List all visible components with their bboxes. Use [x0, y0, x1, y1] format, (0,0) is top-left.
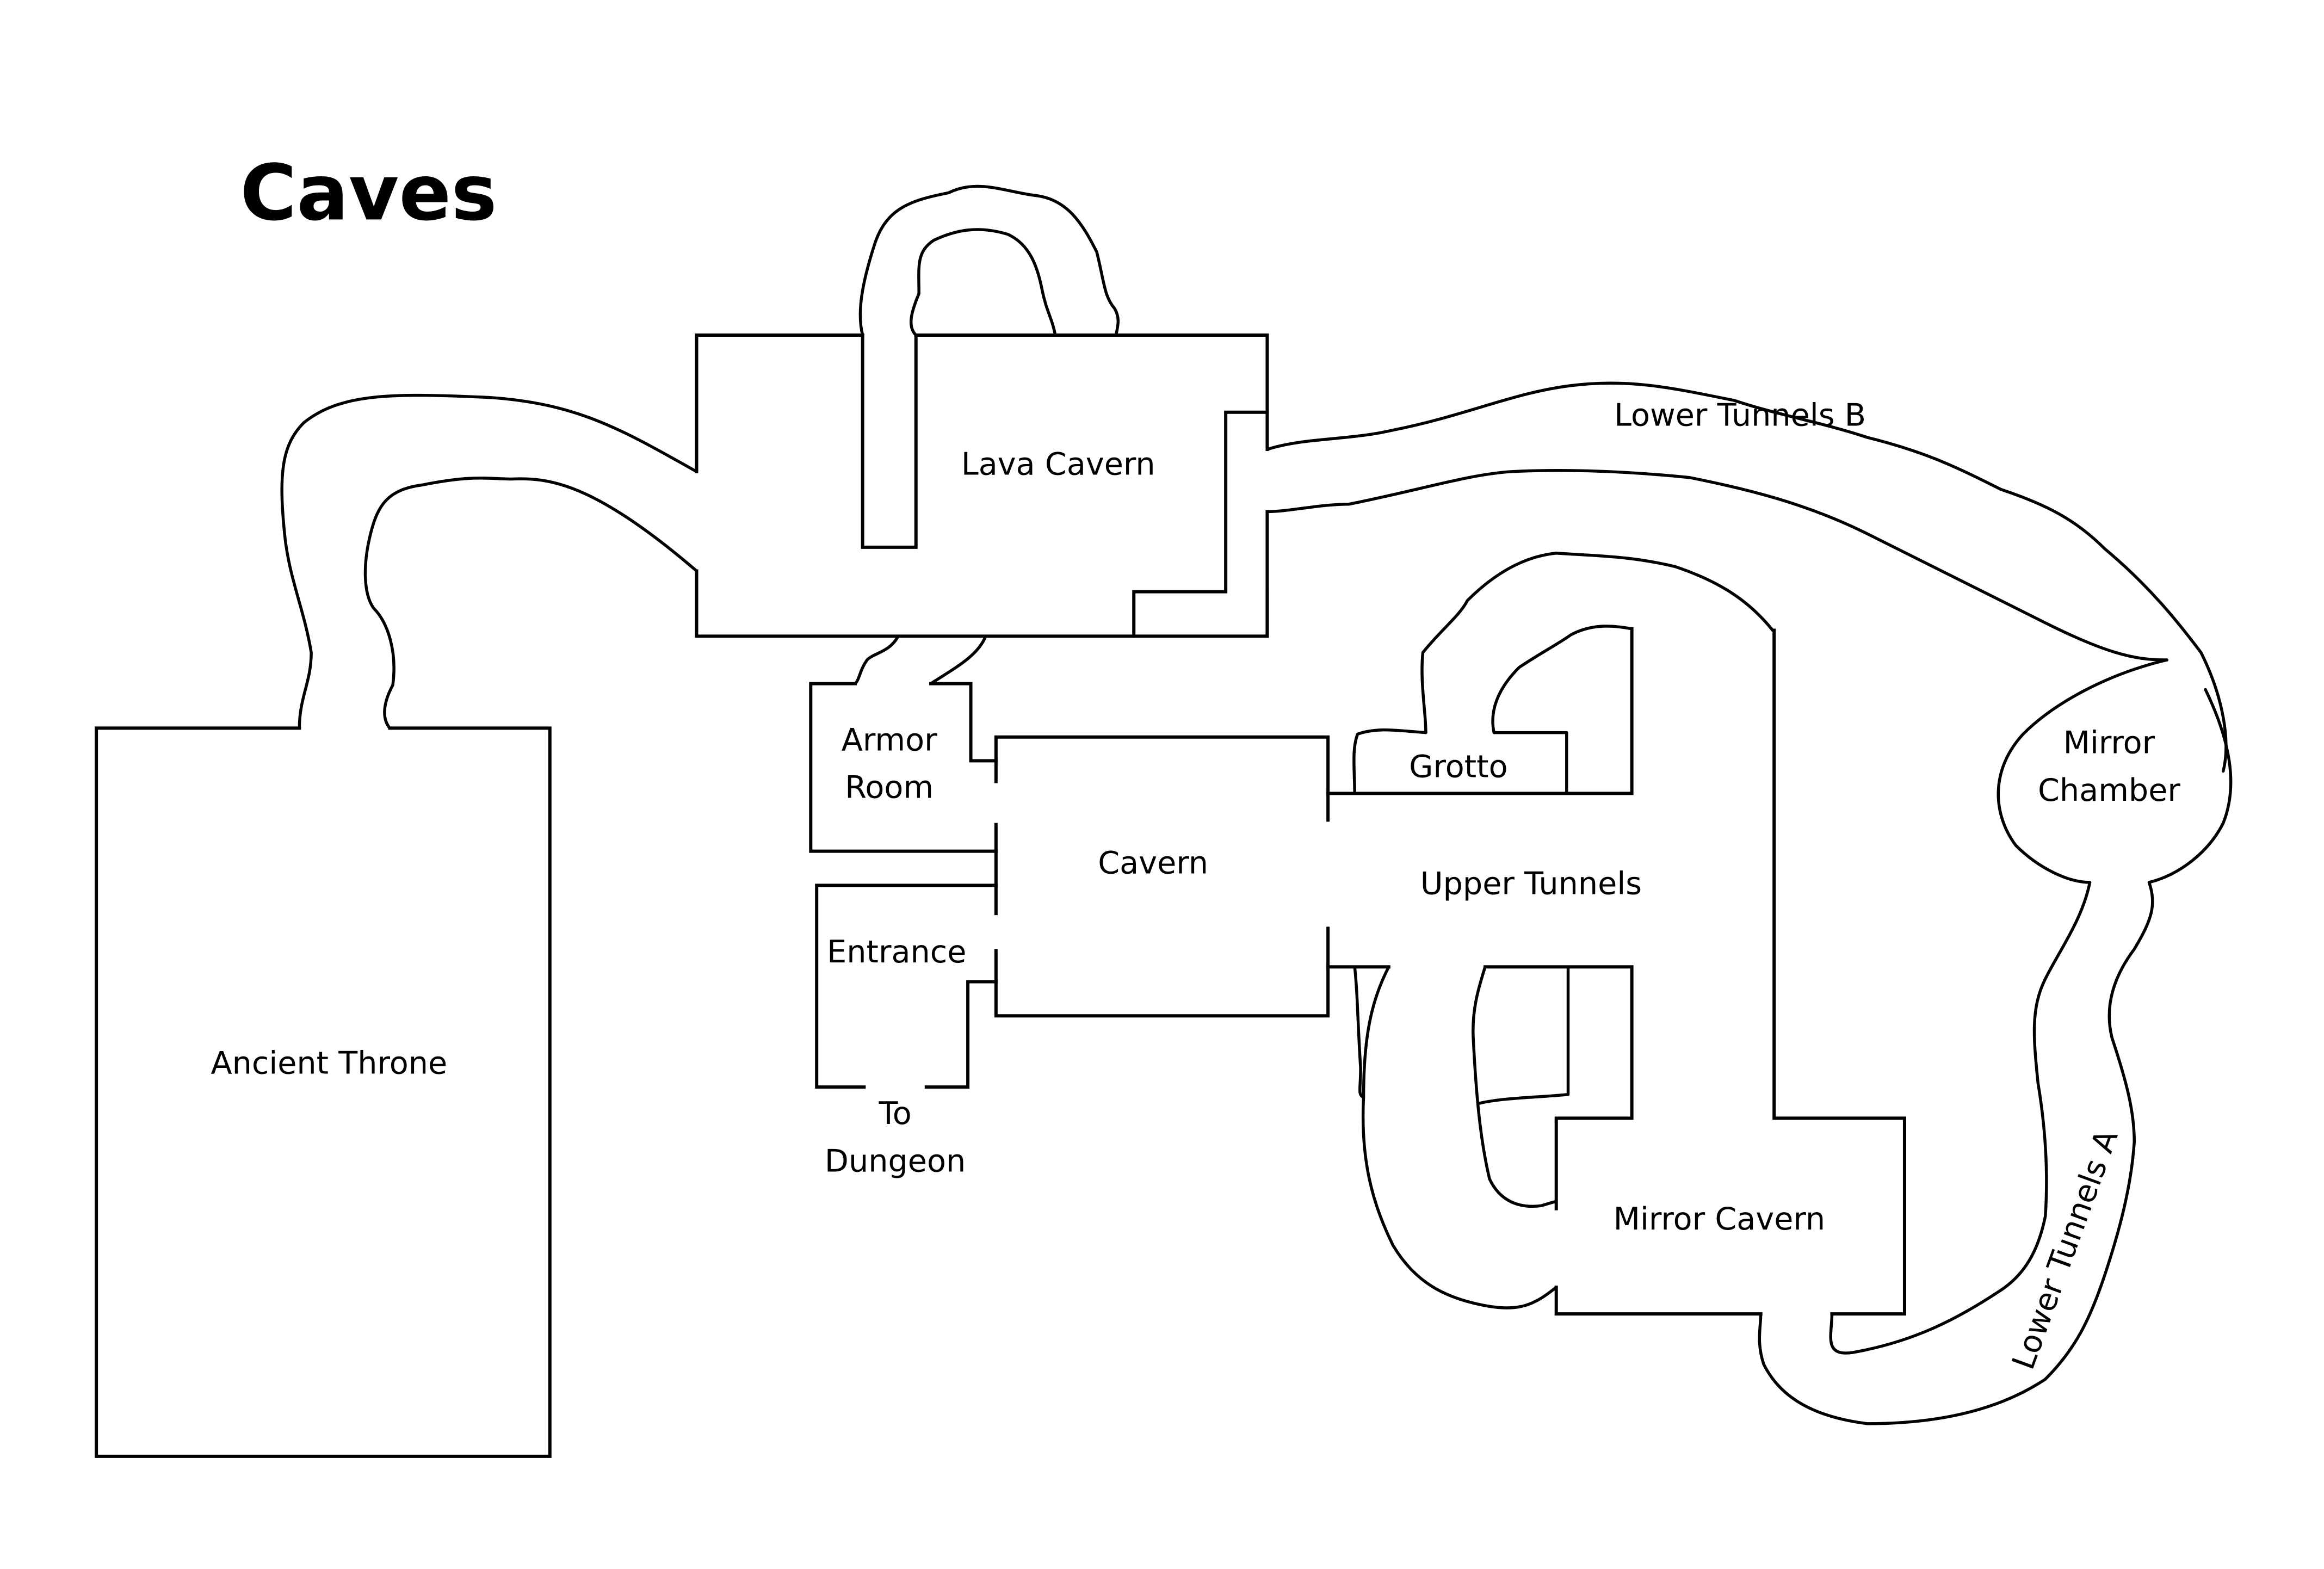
upper-tunnels-label: Upper Tunnels	[1420, 866, 1642, 902]
lower-tunnels-a-inner	[1829, 881, 2092, 1355]
tunnel-throne-lava-outer	[280, 393, 699, 730]
cavern-wall-top	[994, 735, 1330, 822]
armor-room-walls-right	[929, 682, 998, 763]
room-lava-cavern[interactable]: Lava Cavern	[695, 333, 1269, 638]
lava-pillar	[861, 333, 918, 549]
grotto-right-wall	[1492, 731, 1568, 795]
grotto-base-wall	[1326, 627, 1634, 795]
tunnel-lava-armor[interactable]	[854, 634, 987, 685]
cavern-wall-bottom	[994, 926, 1330, 1018]
ancient-throne-walls	[95, 726, 552, 1458]
ancient-throne-label: Ancient Throne	[211, 1046, 447, 1082]
mirror-cavern-bottom-wall	[1554, 1286, 1763, 1316]
tunnel-lava-armor-right	[929, 634, 987, 685]
lava-wall-right	[914, 333, 1269, 638]
map-title: Caves	[240, 148, 497, 238]
lower-tunnels-a-outer	[1758, 881, 2154, 1425]
tunnel-throne-lava-inner	[363, 476, 699, 730]
tunnel-lava-loop-outer	[858, 184, 1120, 337]
mirror-cavern-tunnel-outer	[1361, 965, 1558, 1309]
room-armor-room[interactable]: Armor Room	[809, 682, 998, 853]
lava-wall-top-left	[695, 333, 864, 473]
grotto-inner-arc	[1491, 625, 1634, 734]
armor-room-walls-left	[809, 682, 998, 853]
mirror-cavern-label: Mirror Cavern	[1614, 1201, 1826, 1237]
upper-tunnels-bottom-mid	[1483, 965, 1634, 1210]
mirror-cavern-tunnel-left	[1353, 965, 1365, 1099]
room-entrance[interactable]: Entrance To Dungeon	[815, 884, 998, 1179]
tunnel-lava-armor-left	[854, 634, 900, 685]
entrance-walls-left	[815, 884, 998, 1089]
upper-tunnels-right-wall	[1772, 628, 1906, 1316]
lava-wall-bottom	[695, 569, 1136, 638]
tunnel-throne-lava[interactable]	[280, 393, 699, 730]
room-upper-tunnels[interactable]: Upper Tunnels	[1326, 628, 1906, 1316]
mirror-cavern-tunnel-inner	[1472, 965, 1558, 1208]
lower-tunnels-b-inner	[1265, 468, 2168, 662]
to-dungeon-label-1: To	[878, 1096, 911, 1132]
grotto-label: Grotto	[1409, 749, 1507, 784]
armor-room-label-1: Armor	[842, 722, 937, 758]
mirror-chamber-wall	[1997, 658, 2233, 884]
tunnel-lower-tunnels-b[interactable]: Lower Tunnels B	[1265, 381, 2228, 773]
tunnel-lava-loop[interactable]	[858, 184, 1120, 337]
room-mirror-cavern[interactable]: Mirror Cavern	[1353, 965, 1826, 1316]
tunnel-lava-loop-inner	[909, 228, 1057, 337]
lower-tunnels-b-label: Lower Tunnels B	[1614, 397, 1866, 433]
upper-tunnels-outer-arc	[1420, 552, 1775, 734]
room-mirror-chamber[interactable]: Mirror Chamber	[1997, 658, 2233, 884]
armor-room-label-2: Room	[845, 770, 934, 806]
entrance-label: Entrance	[827, 934, 966, 970]
room-cavern[interactable]: Cavern	[994, 735, 1330, 1018]
lava-cavern-label: Lava Cavern	[961, 446, 1155, 482]
mirror-chamber-label-1: Mirror	[2063, 725, 2155, 761]
room-ancient-throne[interactable]: Ancient Throne	[95, 726, 552, 1458]
mirror-chamber-label-2: Chamber	[2038, 773, 2180, 808]
entrance-walls-right	[924, 980, 998, 1089]
lower-tunnels-b-outer	[1265, 381, 2228, 773]
grotto-left-wall	[1352, 728, 1427, 795]
mirror-cavern-alcove	[1478, 965, 1570, 1105]
to-dungeon-label-2: Dungeon	[825, 1143, 966, 1179]
room-grotto[interactable]: Grotto	[1326, 552, 1775, 795]
cavern-label: Cavern	[1098, 845, 1208, 881]
